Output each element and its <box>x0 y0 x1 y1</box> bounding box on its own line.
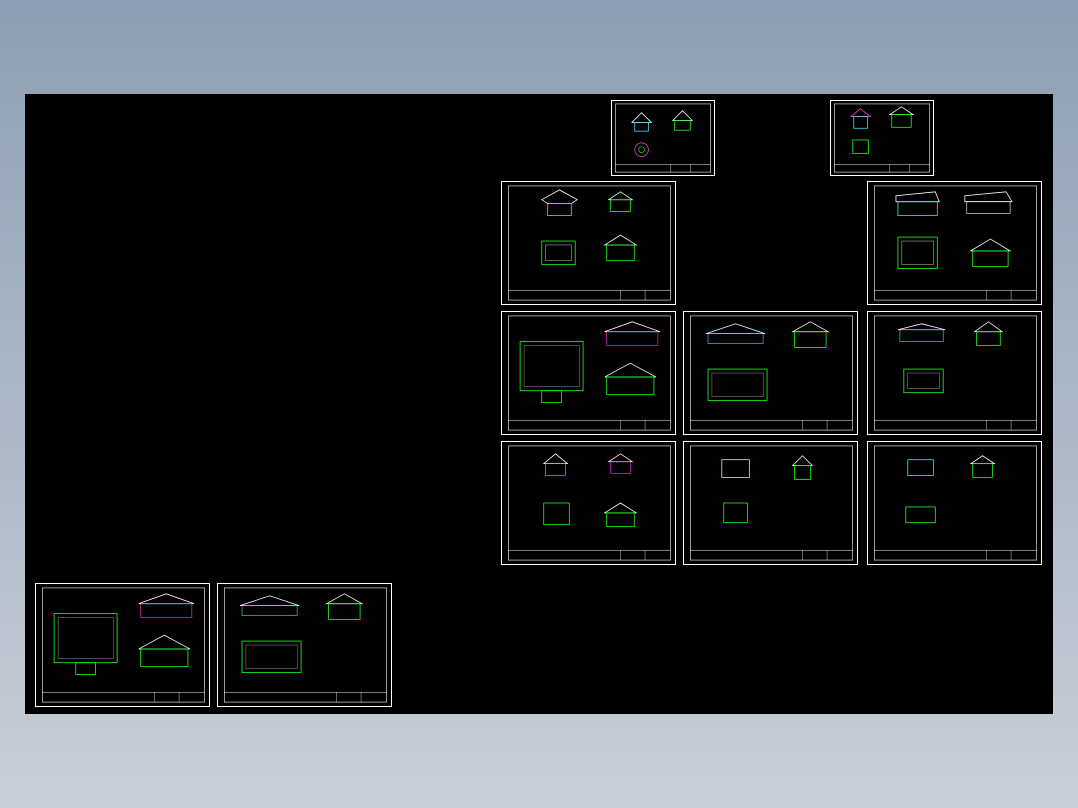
drawing-sheet[interactable] <box>501 181 676 305</box>
drawing-sheet[interactable] <box>867 311 1042 435</box>
sheet-graphics <box>690 315 853 431</box>
drawing-sheet[interactable] <box>683 441 858 565</box>
sheet-graphics <box>42 587 205 703</box>
sheet-graphics <box>508 445 671 561</box>
drawing-canvas[interactable] <box>25 94 1053 714</box>
sheet-graphics <box>833 103 931 173</box>
drawing-sheet[interactable] <box>867 181 1042 305</box>
sheet-graphics <box>874 315 1037 431</box>
drawing-sheet[interactable] <box>501 311 676 435</box>
sheet-graphics <box>614 103 712 173</box>
drawing-sheet[interactable] <box>683 311 858 435</box>
drawing-sheet[interactable] <box>217 583 392 707</box>
drawing-sheet[interactable] <box>830 100 934 176</box>
drawing-sheet[interactable] <box>501 441 676 565</box>
drawing-sheet[interactable] <box>611 100 715 176</box>
sheet-graphics <box>690 445 853 561</box>
sheet-graphics <box>874 445 1037 561</box>
drawing-sheet[interactable] <box>35 583 210 707</box>
drawing-sheet[interactable] <box>867 441 1042 565</box>
sheet-graphics <box>874 185 1037 301</box>
sheet-graphics <box>224 587 387 703</box>
sheet-graphics <box>508 315 671 431</box>
sheet-graphics <box>508 185 671 301</box>
